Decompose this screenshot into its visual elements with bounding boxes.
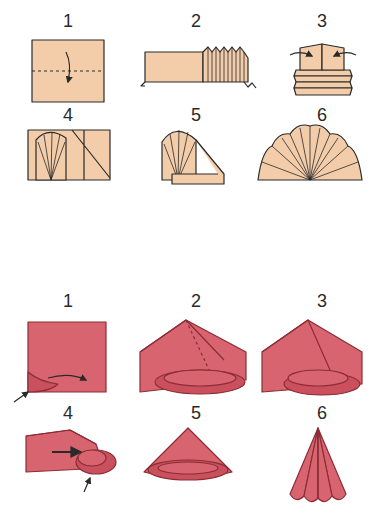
step-number: 6: [317, 404, 327, 422]
step-number: 2: [191, 292, 201, 310]
step-number: 4: [63, 106, 73, 124]
step-number: 5: [191, 106, 201, 124]
step-number: 3: [317, 292, 327, 310]
step-number: 1: [63, 12, 73, 30]
step-number: 2: [191, 12, 201, 30]
step-number: 5: [191, 404, 201, 422]
step-number: 6: [317, 106, 327, 124]
cone-napkin-steps: [14, 320, 362, 502]
step-number: 3: [317, 12, 327, 30]
step-number: 4: [63, 404, 73, 422]
fan-napkin-steps: [28, 40, 362, 184]
step-number: 1: [63, 292, 73, 310]
